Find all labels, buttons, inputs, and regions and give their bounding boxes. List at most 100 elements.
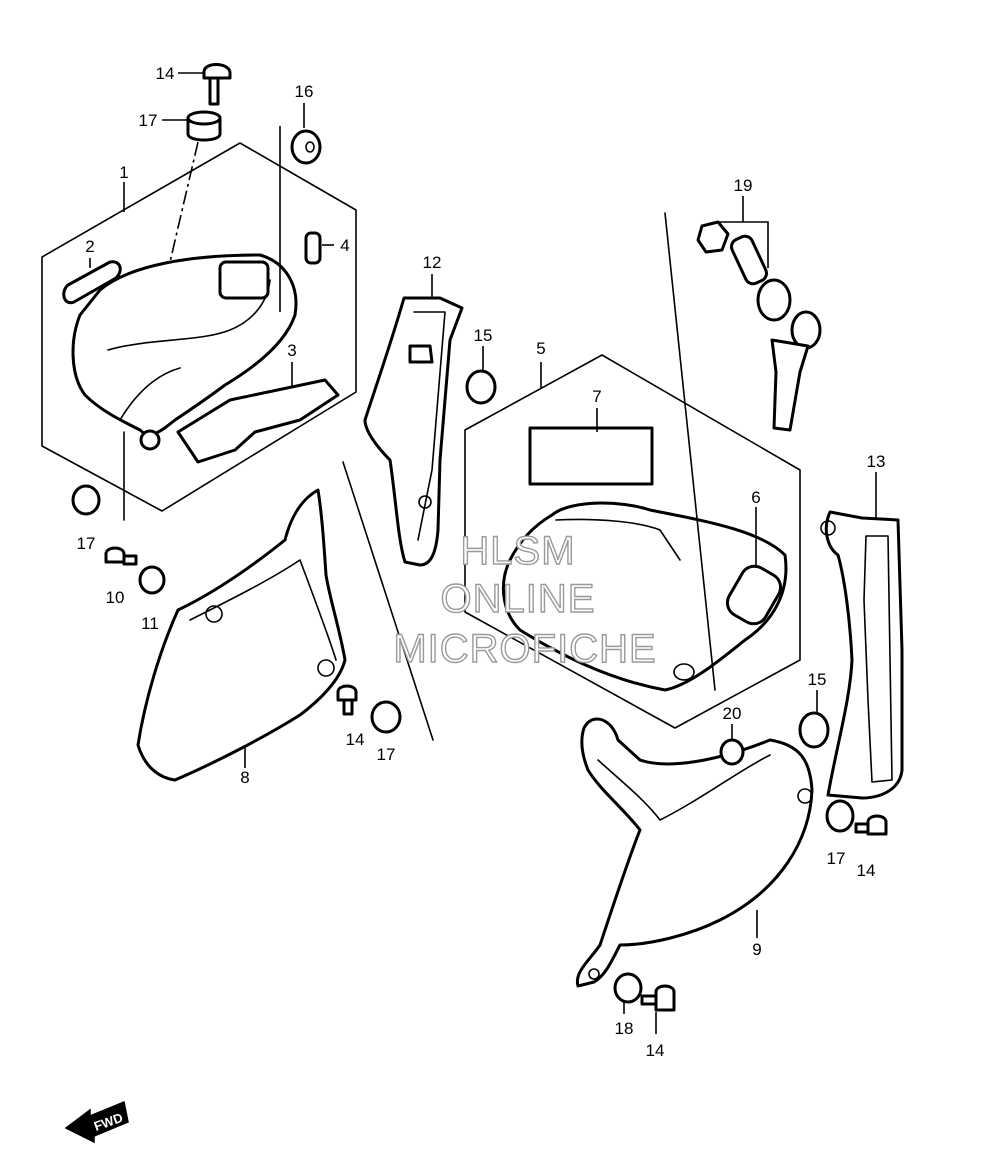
callout-5: 5: [536, 339, 545, 358]
part-17-grommet-top-face: [186, 110, 222, 126]
part-8-group: [136, 461, 434, 782]
callout-16: 16: [295, 82, 314, 101]
part-3-plate: [176, 378, 340, 464]
part-13-bracket: [824, 510, 904, 800]
part-7-label: [528, 426, 654, 486]
forward-arrow: FWD: [64, 1100, 129, 1144]
part-15-grommet-right: [798, 711, 830, 749]
callout-14-top: 14: [156, 64, 175, 83]
part-12-bracket: [363, 296, 464, 567]
callout-2: 2: [85, 237, 94, 256]
part-9-contour: [597, 754, 771, 821]
part-14-bolt-bottom-shank: [640, 994, 658, 1006]
callout-4: 4: [340, 236, 349, 255]
watermark-line-3: MICROFICHE: [393, 627, 656, 671]
part-10-bolt-head: [104, 546, 126, 564]
part-5-side-cover: [501, 501, 788, 692]
part-18-grommet: [613, 972, 643, 1004]
part-15-grommet-center: [465, 369, 497, 405]
part-9-hole: [797, 788, 813, 804]
callout-18: 18: [615, 1019, 634, 1038]
fwd-arrow-icon: [64, 1100, 129, 1144]
part-13-group: [798, 472, 904, 836]
part-2-pad: [62, 260, 122, 305]
part-13-hole: [820, 520, 836, 536]
part-19-nut: [696, 220, 730, 254]
callout-17-right: 17: [827, 849, 846, 868]
assembly-5-outline: [464, 354, 801, 729]
part-17-grommet-mid: [370, 700, 402, 734]
part-8-contour: [189, 559, 337, 661]
part-14-bolt-right-shank: [854, 822, 870, 834]
part-8-hole-1: [205, 605, 223, 623]
assembly-1-group: [41, 63, 357, 595]
callout-1: 1: [119, 163, 128, 182]
part-9-group: [575, 717, 814, 1034]
part-19-group: [696, 196, 822, 432]
assembly-5-group: [464, 212, 801, 729]
watermark-line-1: HLSM: [460, 529, 575, 573]
watermark: HLSM ONLINE MICROFICHE: [393, 528, 657, 671]
part-14-bolt-mid: [336, 684, 358, 702]
part-4-pin: [304, 231, 322, 265]
callout-19: 19: [734, 176, 753, 195]
callout-14-bottom: 14: [646, 1041, 665, 1060]
callout-11: 11: [141, 614, 159, 633]
watermark-line-2: ONLINE: [441, 577, 596, 621]
callout-14-right: 14: [857, 861, 876, 880]
callout-3: 3: [287, 341, 296, 360]
callout-8: 8: [240, 768, 249, 787]
part-5-mount-hole: [673, 663, 695, 681]
part-14-bolt-head: [202, 63, 232, 80]
part-1-contour: [107, 279, 271, 351]
part-14-bolt-right-head: [866, 814, 888, 836]
part-17-grommet-right: [825, 799, 855, 833]
assembly-1-outline: [41, 142, 357, 512]
callout-6: 6: [751, 488, 760, 507]
callout-17-left: 17: [77, 534, 96, 553]
diagonal-guide-right: [664, 212, 716, 691]
part-12-group: [363, 274, 497, 567]
diagonal-guide-left: [342, 461, 434, 741]
part-9-side-cover: [575, 717, 814, 988]
part-19-key-head-1: [756, 278, 792, 322]
part-13-slot: [863, 535, 893, 783]
part-1-contour-2: [119, 367, 181, 421]
callout-15-right: 15: [808, 670, 827, 689]
part-19-lock-cylinder: [730, 234, 768, 286]
callout-13: 13: [867, 452, 886, 471]
callout-7: 7: [592, 387, 601, 406]
callout-20: 20: [723, 704, 742, 723]
part-12-hole: [418, 495, 432, 509]
part-16-hole: [305, 141, 315, 153]
callout-labels: 1 2 3 4 5 6 7 8 9 10 11 12 13 14 14 14 1…: [77, 64, 886, 1060]
part-20-grommet: [719, 738, 745, 766]
part-5-contour: [555, 518, 681, 561]
part-14-bolt-bottom-head: [654, 984, 676, 1012]
part-12-inner-rail: [413, 311, 446, 541]
part-1-mount-hole: [139, 429, 161, 451]
callout-17-top: 17: [139, 111, 158, 130]
callout-10: 10: [106, 588, 125, 607]
callout-12: 12: [423, 253, 442, 272]
part-19-key: [770, 338, 810, 432]
part-14-bolt-shank: [208, 76, 220, 106]
part-11-grommet: [138, 565, 166, 595]
part-10-bolt-shank: [122, 554, 138, 566]
callout-15-center: 15: [474, 326, 493, 345]
callout-14-mid: 14: [346, 730, 365, 749]
part-8-side-cover: [136, 488, 347, 782]
part-8-hole-2: [317, 659, 335, 677]
part-1-frame-cover: [71, 253, 298, 436]
part-1-bracket: [218, 260, 270, 300]
callout-17-mid: 17: [377, 745, 396, 764]
part-17-grommet-left: [71, 484, 101, 516]
callout-9: 9: [752, 940, 761, 959]
part-6-emblem: [725, 564, 783, 626]
centerline-top-bolt: [169, 141, 199, 263]
part-12-stud: [408, 344, 434, 364]
part-14-bolt-mid-shank: [342, 698, 354, 716]
part-9-lower-hole: [588, 968, 600, 980]
